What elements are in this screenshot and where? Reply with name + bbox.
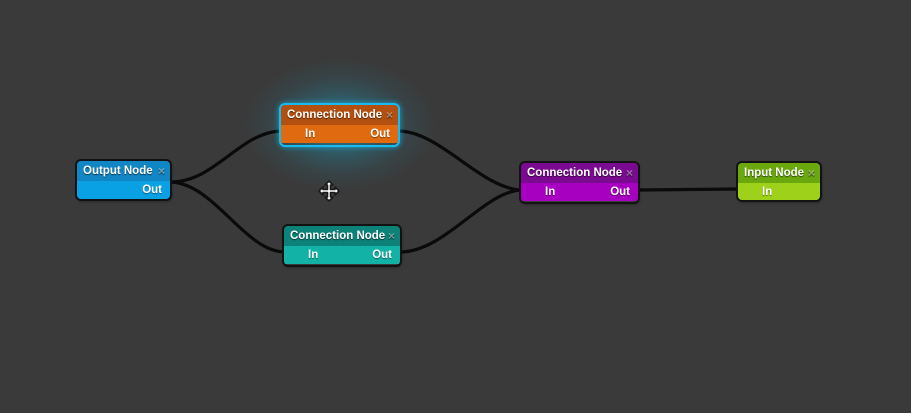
close-icon[interactable]: ×	[385, 108, 393, 122]
close-icon[interactable]: ×	[157, 164, 165, 178]
node-title-label: Connection Node	[287, 109, 383, 121]
move-cursor	[318, 180, 340, 207]
node-ports-row: Out	[77, 181, 170, 199]
node-title-bar[interactable]: Connection Node×	[284, 226, 400, 246]
node-ports-row: In Out	[521, 183, 638, 201]
node-title-label: Output Node	[83, 165, 153, 177]
node-title-bar[interactable]: Output Node ×	[77, 161, 170, 181]
node-title-bar[interactable]: Connection Node×	[281, 105, 398, 125]
node-input-node[interactable]: Input Node× In	[738, 163, 820, 200]
edge-purple-to-green[interactable]	[637, 187, 740, 192]
port-in[interactable]: In	[762, 186, 773, 198]
port-in[interactable]: In	[308, 249, 319, 261]
node-title-bar[interactable]: Connection Node×	[521, 163, 638, 183]
node-title-label: Connection Node	[527, 167, 623, 179]
close-icon[interactable]: ×	[807, 166, 815, 180]
edge-orange-to-purple[interactable]	[396, 129, 523, 192]
node-title-label: Connection Node	[290, 230, 386, 242]
edge-output-to-orange[interactable]	[169, 129, 283, 184]
node-connection-node-orange[interactable]: Connection Node× In Out	[281, 105, 398, 145]
node-ports-row: In Out	[281, 125, 398, 143]
node-ports-row: In	[738, 183, 820, 200]
node-connection-node-purple[interactable]: Connection Node× In Out	[521, 163, 638, 202]
node-output-node[interactable]: Output Node × Out	[77, 161, 170, 199]
node-title-bar[interactable]: Input Node×	[738, 163, 820, 183]
node-title-label: Input Node	[744, 167, 805, 179]
close-icon[interactable]: ×	[387, 229, 395, 243]
close-icon[interactable]: ×	[625, 166, 633, 180]
port-out[interactable]: Out	[370, 128, 390, 140]
port-out[interactable]: Out	[142, 184, 162, 196]
port-out[interactable]: Out	[610, 186, 630, 198]
port-out[interactable]: Out	[372, 249, 392, 261]
port-in[interactable]: In	[545, 186, 556, 198]
edge-teal-to-purple[interactable]	[398, 188, 523, 254]
node-ports-row: In Out	[284, 246, 400, 264]
node-connection-node-teal[interactable]: Connection Node× In Out	[284, 226, 400, 265]
edge-output-to-teal[interactable]	[169, 180, 287, 254]
port-in[interactable]: In	[305, 128, 316, 140]
